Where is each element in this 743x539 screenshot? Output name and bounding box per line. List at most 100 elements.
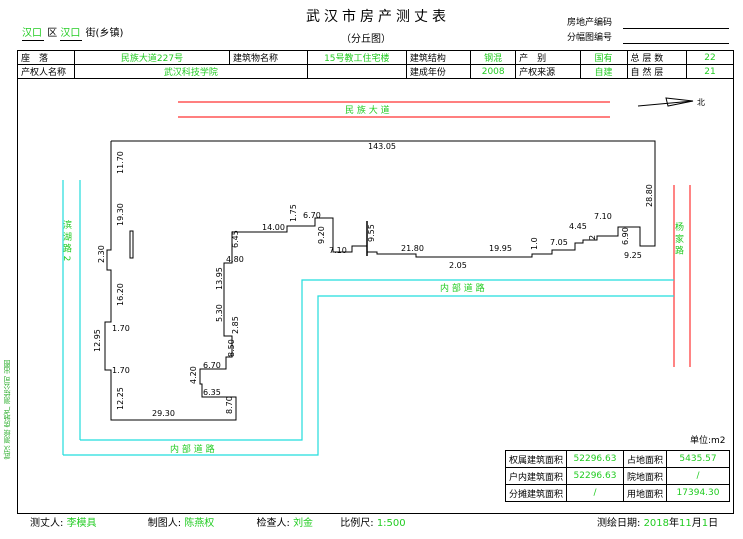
page-title: 武汉市房产测丈表	[306, 9, 450, 25]
dim-6-70a: 6.70	[203, 361, 221, 370]
area-row: 户内建筑面积 52296.63 院地面积 /	[504, 467, 731, 485]
year-value: 2008	[470, 64, 517, 79]
dim-2: 2	[588, 235, 597, 240]
scale-value: 1:500	[376, 518, 406, 529]
dim-6-70b: 6.70	[303, 211, 321, 220]
dim-29-30: 29.30	[152, 409, 175, 418]
area-row-label-2: 用地面积	[623, 484, 668, 502]
checker-label: 检查人:	[256, 518, 290, 529]
area-row-label-1: 权属建筑面积	[504, 450, 568, 468]
source-label: 产权来源	[515, 64, 581, 79]
area-row: 权属建筑面积 52296.63 占地面积 5435.57	[504, 450, 731, 468]
area-unit: 单位:m2	[690, 436, 726, 446]
road-left-label: 滨 湖 路 2	[61, 219, 72, 261]
north-arrow-icon	[637, 100, 694, 107]
date-year-suffix: 年	[669, 518, 680, 529]
north-label: 北	[697, 98, 705, 107]
page-subtitle: （分丘图）	[341, 34, 391, 45]
date-day: 1	[701, 518, 709, 529]
dim-2-05: 2.05	[449, 261, 467, 270]
dim-9-20: 9.20	[317, 226, 326, 244]
dim-19-95: 19.95	[489, 244, 512, 253]
natural-floors-value: 21	[686, 64, 734, 79]
dim-21-80: 21.80	[401, 244, 424, 253]
dim-9-25: 9.25	[624, 251, 642, 260]
total-floors-label: 总 层 数	[626, 50, 688, 65]
dim-6-45: 6.45	[231, 230, 240, 248]
date-day-suffix: 日	[708, 518, 719, 529]
drafter-label: 制图人:	[147, 518, 182, 529]
natural-floors-label: 自 然 层	[626, 64, 688, 79]
inner-road-top-label: 内 部 道 路	[440, 282, 485, 294]
area-row-label-2: 院地面积	[623, 467, 668, 485]
road-top-label: 民 族 大 道	[345, 104, 390, 116]
dim-6-90: 6.90	[621, 227, 630, 245]
district-value: 汉口	[22, 28, 44, 41]
dim-6-35: 6.35	[203, 388, 221, 397]
sheet-code-line	[623, 43, 729, 44]
year-label: 建成年份	[405, 64, 472, 79]
info-table: 座 落 民族大道227号 建筑物名称 15号教工住宅楼 建筑结构 钢混 产 别 …	[17, 50, 734, 79]
dim-9-55: 9.55	[367, 224, 376, 242]
area-row-label-2: 占地面积	[623, 450, 668, 468]
area-row-value-2: /	[666, 467, 731, 485]
north-arrow-head-icon	[665, 97, 694, 107]
dim-1-70a: 1.70	[112, 324, 130, 333]
dim-5-30: 5.30	[215, 304, 224, 322]
dim-1-70b: 1.70	[112, 366, 130, 375]
dim-8-50: 8.50	[227, 339, 236, 357]
dim-4-45: 4.45	[569, 222, 587, 231]
dim-2-85: 2.85	[231, 316, 240, 334]
dim-8-70: 8.70	[225, 396, 234, 414]
date-month-suffix: 月	[691, 518, 702, 529]
dim-16-20: 16.20	[116, 283, 125, 306]
owner-value: 武汉科技学院	[74, 64, 308, 79]
dim-7-10b: 7.10	[594, 212, 612, 221]
marker-rect	[129, 230, 134, 259]
date-label: 测绘日期:	[597, 518, 641, 529]
dim-12-95: 12.95	[93, 329, 102, 352]
district-line: 汉口 区 汉口 街(乡镇)	[22, 28, 123, 41]
dim-13-95: 13.95	[215, 267, 224, 290]
area-row-label-1: 户内建筑面积	[504, 467, 568, 485]
area-row-value-1: 52296.63	[566, 450, 625, 468]
area-row-value-1: 52296.63	[566, 467, 625, 485]
property-code-line	[623, 28, 729, 29]
dim-4-80: 4.80	[226, 255, 244, 264]
property-code-label: 房地产编码	[567, 18, 613, 28]
street-suffix: 街(乡镇)	[85, 28, 124, 39]
dim-12-25: 12.25	[116, 387, 125, 410]
area-row: 分摊建筑面积 / 用地面积 17394.30	[504, 484, 731, 502]
dim-19-30: 19.30	[116, 203, 125, 226]
checker-value: 刘金	[293, 518, 314, 529]
building-outline	[104, 140, 656, 421]
area-row-value-2: 5435.57	[666, 450, 731, 468]
area-row-label-1: 分摊建筑面积	[504, 484, 568, 502]
surveyor-label: 测丈人:	[30, 518, 64, 529]
road-right-label: 杨 家 路	[673, 221, 684, 256]
street-value: 汉口	[60, 28, 83, 41]
owner-label: 产权人名称	[17, 64, 75, 79]
surveyor-value: 李模具	[66, 518, 97, 529]
dim-7-05: 7.05	[550, 238, 568, 247]
scale-label: 比例尺:	[340, 518, 374, 529]
area-row-value-1: /	[566, 484, 625, 502]
dim-14-00: 14.00	[262, 223, 285, 232]
district-suffix: 区	[47, 28, 58, 39]
footer: 测丈人: 李模具 制图人: 陈燕权 检查人: 刘金 比例尺: 1:500	[30, 518, 406, 530]
dim-143-05: 143.05	[368, 142, 396, 151]
dim-28-80: 28.80	[645, 184, 654, 207]
date-year: 2018	[643, 518, 670, 529]
date-month: 11	[679, 518, 692, 529]
dim-1-75: 1.75	[289, 204, 298, 222]
dim-4-20: 4.20	[189, 366, 198, 384]
drafter-value: 陈燕权	[184, 518, 215, 529]
dim-2-30: 2.30	[97, 245, 106, 263]
dim-7-10a: 7.10	[329, 246, 347, 255]
side-note: 武汉 测绘 房地产 测绘公司 出图	[3, 360, 11, 460]
dim-11-70: 11.70	[116, 151, 125, 174]
inner-road-bottom-label: 内 部 道 路	[170, 443, 215, 455]
inner-road-outer	[63, 295, 674, 456]
area-row-value-2: 17394.30	[666, 484, 731, 502]
